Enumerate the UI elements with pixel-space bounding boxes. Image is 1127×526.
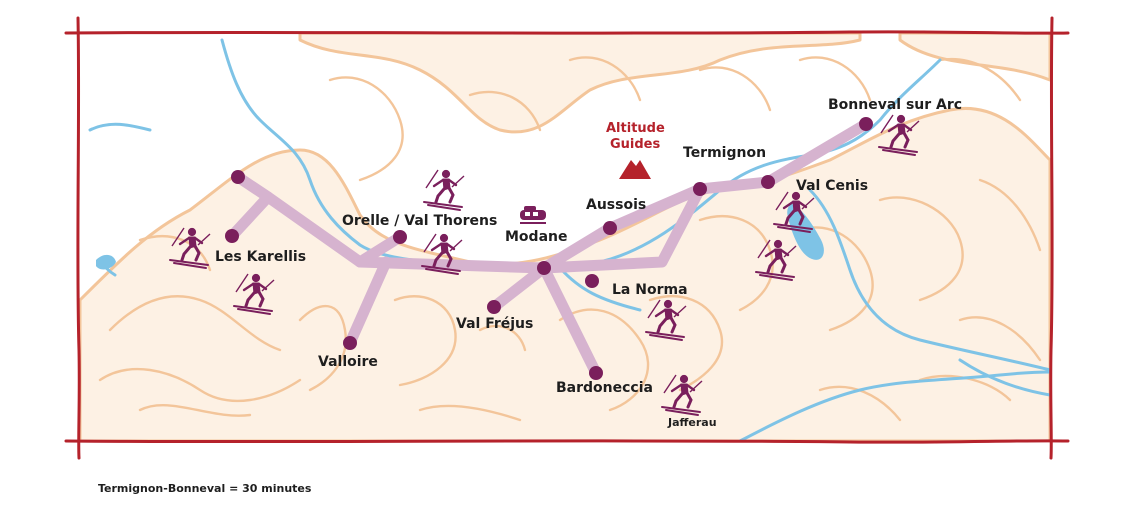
node-les-karellis-top[interactable]	[231, 170, 245, 184]
label-la-norma: La Norma	[612, 282, 688, 298]
mountain-icon	[619, 160, 651, 179]
resort-nodes	[225, 117, 873, 380]
brand-line-1: Altitude	[606, 121, 665, 136]
node-modane[interactable]	[537, 261, 551, 275]
travel-time-note: Termignon-Bonneval = 30 minutes	[98, 482, 312, 495]
label-val-cenis: Val Cenis	[796, 178, 868, 194]
label-bonneval-sur-arc: Bonneval sur Arc	[828, 97, 962, 113]
label-jafferau: Jafferau	[667, 416, 717, 429]
train-icon	[520, 206, 546, 224]
lift-routes	[226, 118, 872, 379]
map-frame	[64, 16, 1070, 460]
label-termignon: Termignon	[683, 145, 766, 161]
node-les-karellis[interactable]	[225, 229, 239, 243]
node-orelle[interactable]	[393, 230, 407, 244]
node-val-cenis[interactable]	[761, 175, 775, 189]
node-la-norma[interactable]	[585, 274, 599, 288]
brand-line-2: Guides	[610, 137, 661, 152]
place-labels: Les Karellis Orelle / Val Thorens Modane…	[215, 97, 962, 429]
node-bonneval[interactable]	[859, 117, 873, 131]
node-aussois[interactable]	[603, 221, 617, 235]
node-valloire[interactable]	[343, 336, 357, 350]
node-termignon[interactable]	[693, 182, 707, 196]
label-les-karellis: Les Karellis	[215, 249, 306, 265]
label-val-frejus: Val Fréjus	[456, 316, 533, 332]
label-modane: Modane	[505, 229, 567, 245]
node-val-frejus[interactable]	[487, 300, 501, 314]
label-bardonecchia: Bardoneccia	[556, 380, 653, 396]
brand-logo: Altitude Guides	[606, 121, 665, 179]
node-bardonecchia[interactable]	[589, 366, 603, 380]
label-orelle-val-thorens: Orelle / Val Thorens	[342, 213, 497, 229]
label-valloire: Valloire	[318, 354, 378, 370]
label-aussois: Aussois	[586, 197, 646, 213]
